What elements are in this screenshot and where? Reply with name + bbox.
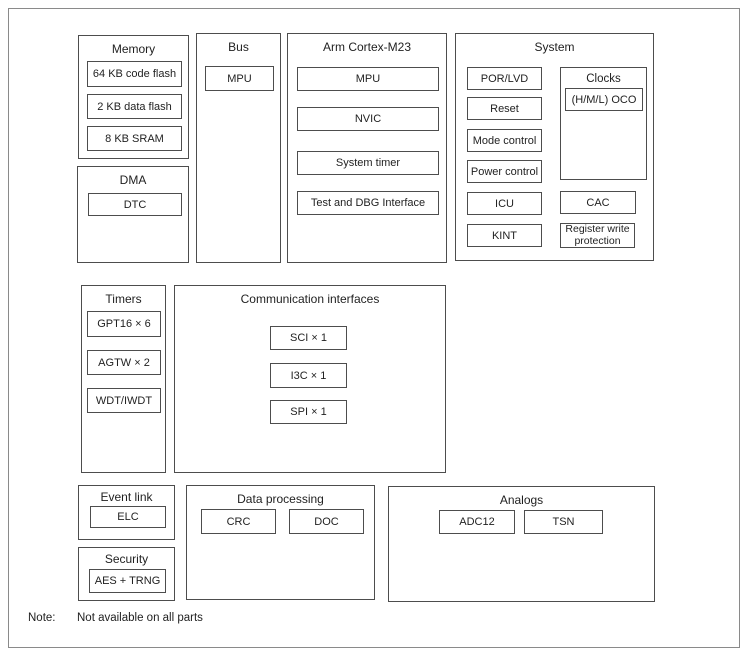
wdt-iwdt-box: WDT/IWDT <box>87 388 161 413</box>
note-label: Note: <box>28 612 56 624</box>
system-timer-box: System timer <box>297 151 439 175</box>
spi-box: SPI × 1 <box>270 400 347 424</box>
clocks-title: Clocks <box>586 73 621 85</box>
cortex-mpu-box: MPU <box>297 67 439 91</box>
data-processing-group: Data processing CRC DOC <box>186 485 375 600</box>
comm-interfaces-title: Communication interfaces <box>240 292 380 306</box>
nvic-box: NVIC <box>297 107 439 131</box>
crc-box: CRC <box>201 509 276 534</box>
test-dbg-box: Test and DBG Interface <box>297 191 439 215</box>
gpt16-box: GPT16 × 6 <box>87 311 161 337</box>
bus-group: Bus MPU <box>196 33 281 263</box>
bus-title: Bus <box>228 40 249 54</box>
agtw-box: AGTW × 2 <box>87 350 161 375</box>
event-link-group: Event link ELC <box>78 485 175 540</box>
bus-mpu-box: MPU <box>205 66 274 91</box>
note-text: Not available on all parts <box>77 612 203 624</box>
security-title: Security <box>104 552 149 566</box>
dma-title: DMA <box>119 173 147 187</box>
power-control-box: Power control <box>467 160 542 183</box>
mode-control-box: Mode control <box>467 129 542 152</box>
doc-box: DOC <box>289 509 364 534</box>
analogs-title: Analogs <box>499 493 544 507</box>
clocks-subgroup: Clocks (H/M/L) OCO <box>560 67 647 180</box>
event-link-title: Event link <box>100 490 153 504</box>
memory-group: Memory 64 KB code flash 2 KB data flash … <box>78 35 189 159</box>
dtc-box: DTC <box>88 193 182 216</box>
register-write-protection-box: Register write protection <box>560 223 635 248</box>
por-lvd-box: POR/LVD <box>467 67 542 90</box>
memory-title: Memory <box>111 42 156 56</box>
kint-box: KINT <box>467 224 542 247</box>
analogs-group: Analogs ADC12 TSN <box>388 486 655 602</box>
adc12-box: ADC12 <box>439 510 515 534</box>
comm-interfaces-group: Communication interfaces SCI × 1 I3C × 1… <box>174 285 446 473</box>
cac-box: CAC <box>560 191 636 214</box>
code-flash-box: 64 KB code flash <box>87 61 182 87</box>
tsn-box: TSN <box>524 510 603 534</box>
diagram-outer-frame <box>8 8 740 648</box>
i3c-box: I3C × 1 <box>270 363 347 388</box>
cortex-group: Arm Cortex-M23 MPU NVIC System timer Tes… <box>287 33 447 263</box>
timers-title: Timers <box>105 292 142 306</box>
sram-box: 8 KB SRAM <box>87 126 182 151</box>
system-group: System POR/LVD Reset Mode control Power … <box>455 33 654 261</box>
dma-group: DMA DTC <box>77 166 189 263</box>
timers-group: Timers GPT16 × 6 AGTW × 2 WDT/IWDT <box>81 285 166 473</box>
data-processing-title: Data processing <box>237 492 324 506</box>
elc-box: ELC <box>90 506 166 528</box>
system-title: System <box>534 40 575 54</box>
icu-box: ICU <box>467 192 542 215</box>
aes-trng-box: AES + TRNG <box>89 569 166 593</box>
cortex-title: Arm Cortex-M23 <box>322 40 411 54</box>
sci-box: SCI × 1 <box>270 326 347 350</box>
security-group: Security AES + TRNG <box>78 547 175 601</box>
reset-box: Reset <box>467 97 542 120</box>
data-flash-box: 2 KB data flash <box>87 94 182 119</box>
oco-box: (H/M/L) OCO <box>565 88 643 111</box>
